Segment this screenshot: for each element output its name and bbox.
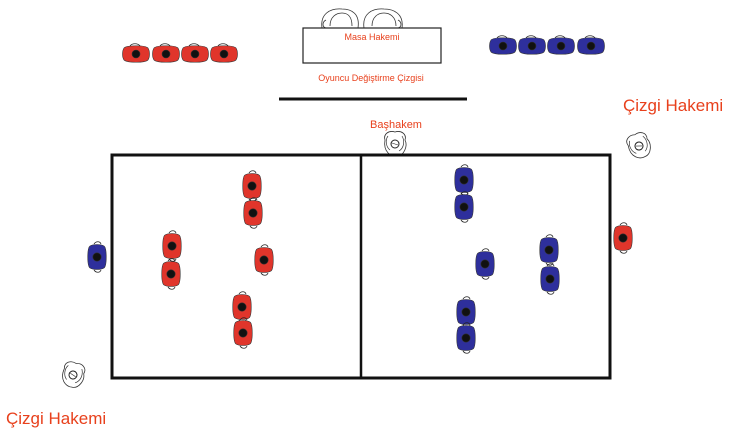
red-bench-player (182, 44, 209, 63)
blue-player (455, 192, 474, 223)
red-player (255, 245, 274, 276)
line-referee-bottom-figure (60, 360, 87, 389)
red-team-bench (123, 44, 238, 63)
blue-player (541, 264, 560, 295)
table-judges: Masa Hakemi (303, 9, 441, 63)
blue-player-substitute-left (88, 242, 107, 273)
red-player (233, 292, 252, 323)
blue-bench-player (548, 36, 575, 55)
blue-bench-player (490, 36, 517, 55)
line-referee-bottom-label: Çizgi Hakemi (6, 409, 106, 428)
seated-judge-left (322, 9, 359, 28)
red-player (243, 171, 262, 202)
blue-bench-player (578, 36, 605, 55)
red-player (163, 231, 182, 262)
blue-player (455, 165, 474, 196)
court (112, 155, 610, 378)
blue-bench-player (519, 36, 546, 55)
red-bench-player (153, 44, 180, 63)
table-judge-label: Masa Hakemi (344, 32, 399, 42)
blue-team-bench (490, 36, 605, 55)
blue-player (476, 249, 495, 280)
head-referee-label: Başhakem (370, 119, 422, 131)
red-player (234, 318, 253, 349)
red-team-court (162, 171, 633, 349)
red-bench-player (211, 44, 238, 63)
red-player (162, 259, 181, 290)
blue-player (457, 323, 476, 354)
blue-player (540, 235, 559, 266)
seated-judge-right (364, 9, 403, 28)
red-bench-player (123, 44, 150, 63)
line-referee-top-figure (625, 130, 654, 160)
line-referee-top-label: Çizgi Hakemi (623, 96, 723, 115)
head-referee-figure (385, 131, 406, 156)
blue-team-court (88, 165, 560, 354)
substitution-line-label: Oyuncu Değiştirme Çizgisi (318, 73, 424, 83)
red-player-substitute-right (614, 223, 633, 254)
red-player (244, 198, 263, 229)
